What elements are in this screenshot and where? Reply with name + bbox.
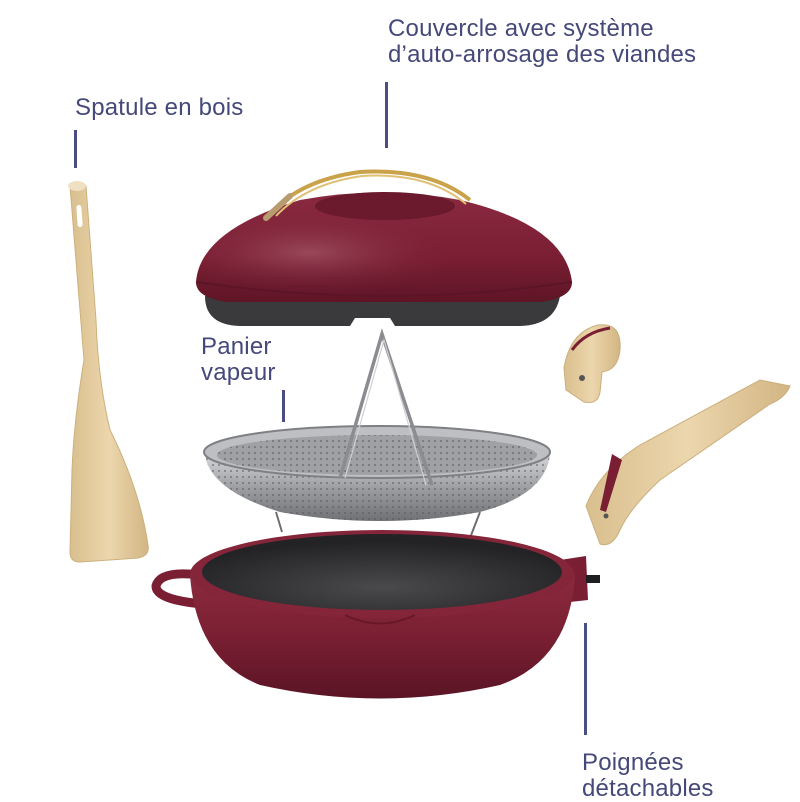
lid-leader-line [385, 82, 388, 148]
spatula-leader-line [74, 130, 77, 168]
spatula-label-line1: Spatule en bois [75, 94, 244, 121]
spatula-label: Spatule en bois [75, 95, 243, 121]
handles-label: Poignées détachables [582, 750, 714, 802]
burgundy-lid [195, 169, 573, 326]
lid-label-line1: Couvercle avec système [388, 15, 654, 42]
handles-leader-line [584, 623, 587, 735]
lid-label-line2: d’auto-arrosage des viandes [388, 41, 697, 68]
steamer-label-line2: vapeur [201, 359, 276, 386]
lid-label: Couvercle avec système d’auto-arrosage d… [388, 16, 696, 68]
burgundy-pan [151, 530, 600, 699]
handles-label-line2: détachables [582, 775, 714, 802]
steamer-label-line1: Panier [201, 333, 272, 360]
detachable-handles [563, 324, 791, 546]
steamer-label: Panier vapeur [201, 334, 276, 386]
handles-label-line1: Poignées [582, 749, 684, 776]
wooden-spatula [68, 181, 149, 563]
steamer-basket [203, 328, 551, 539]
steamer-leader-line [282, 390, 285, 422]
